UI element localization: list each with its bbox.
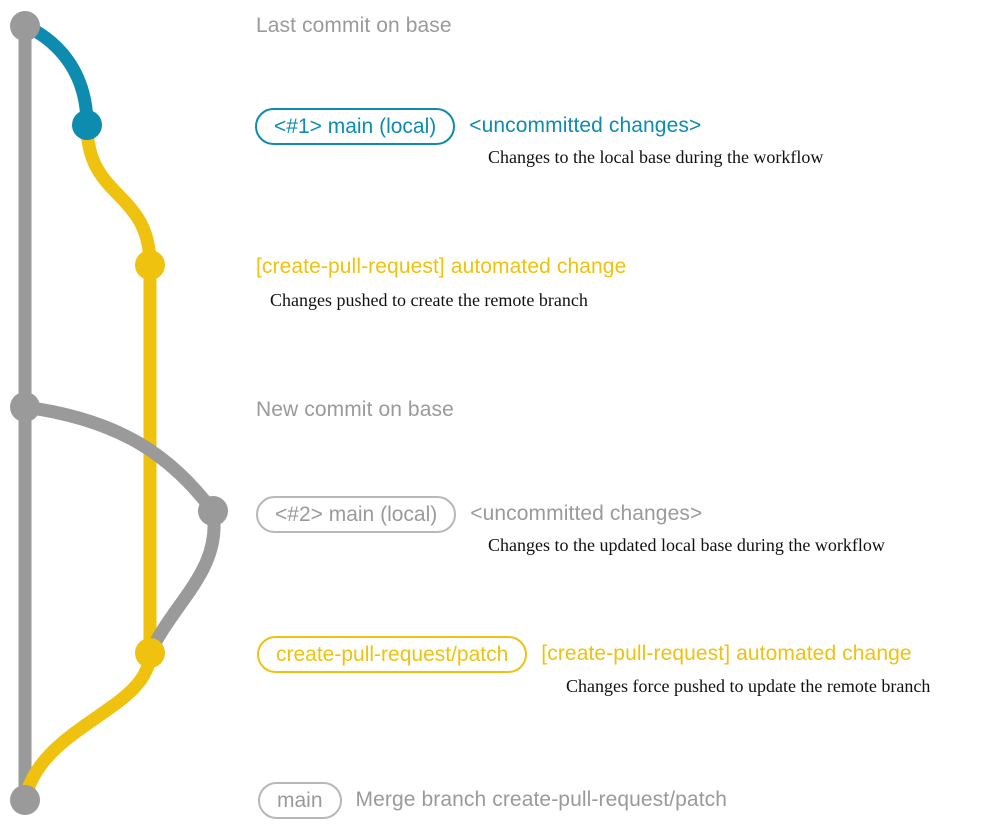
commit-row-automated-change-create: [create-pull-request] automated change — [256, 253, 626, 281]
commit-row-last-commit-on-base: Last commit on base — [256, 12, 452, 40]
edge-local2-to-patch2 — [143, 504, 221, 660]
commit-description-local-uncommitted-2: Changes to the updated local base during… — [488, 535, 885, 555]
commit-row-merge-commit: main Merge branch create-pull-request/pa… — [258, 781, 727, 819]
commit-node-automated-change-create[interactable] — [135, 250, 165, 280]
commit-node-local-uncommitted-2[interactable] — [198, 496, 228, 526]
commit-subject-merge-commit: Merge branch create-pull-request/patch — [355, 788, 728, 811]
edge-local1-to-patch1 — [80, 118, 157, 272]
commit-node-automated-change-force[interactable] — [135, 638, 165, 668]
commit-node-local-uncommitted-1[interactable] — [72, 110, 102, 140]
commit-subject-automated-change-create: [create-pull-request] automated change — [256, 255, 627, 278]
commit-description-automated-change-force: Changes force pushed to update the remot… — [566, 676, 931, 696]
commit-subject-new-commit-on-base: New commit on base — [256, 398, 454, 421]
commit-subject-local-uncommitted-1: <uncommitted changes> — [469, 114, 702, 137]
commit-row-local-uncommitted-2: <#2> main (local) <uncommitted changes> — [256, 495, 702, 533]
commit-subject-automated-change-force: [create-pull-request] automated change — [541, 642, 912, 665]
commit-row-automated-change-force: create-pull-request/patch [create-pull-r… — [257, 635, 912, 673]
ref-pill-main[interactable]: main — [258, 781, 342, 819]
ref-pill-main-local-1[interactable]: <#1> main (local) — [255, 107, 456, 145]
commit-row-new-commit-on-base: New commit on base — [256, 396, 454, 424]
commit-node-new-commit-on-base[interactable] — [10, 392, 40, 422]
commit-description-automated-change-create: Changes pushed to create the remote bran… — [270, 290, 588, 310]
edge-base-to-local2 — [18, 400, 220, 518]
ref-pill-create-pull-request-patch[interactable]: create-pull-request/patch — [257, 635, 528, 673]
commit-node-last-commit-on-base[interactable] — [10, 11, 40, 41]
ref-pill-main-local-2[interactable]: <#2> main (local) — [256, 495, 457, 533]
commit-row-local-uncommitted-1: <#1> main (local) <uncommitted changes> — [255, 107, 701, 145]
commit-description-local-uncommitted-1: Changes to the local base during the wor… — [488, 147, 824, 167]
commit-subject-local-uncommitted-2: <uncommitted changes> — [470, 502, 703, 525]
commit-node-merge-commit[interactable] — [10, 785, 40, 815]
commit-subject-last-commit-on-base: Last commit on base — [256, 14, 452, 37]
edge-patch2-to-merge — [18, 646, 157, 807]
edge-base-to-local1 — [18, 19, 94, 132]
